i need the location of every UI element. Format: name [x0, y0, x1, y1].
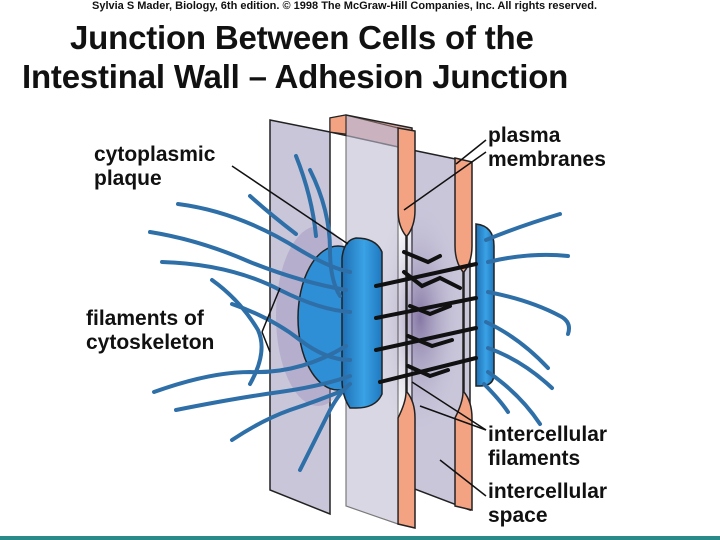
left-cytoplasmic-plaque	[297, 237, 383, 409]
cytoskeleton-filaments-left	[148, 154, 352, 472]
page-title: Junction Between Cells of the Intestinal…	[22, 18, 712, 96]
intercellular-filaments-label: intercellular filaments	[488, 423, 608, 470]
title-line-1: Junction Between Cells of the	[70, 19, 534, 56]
intercellular-filaments	[374, 250, 478, 384]
cytoplasmic-plaque-label: cytoplasmic plaque	[94, 143, 216, 190]
copyright-credit: Sylvia S Mader, Biology, 6th edition. © …	[92, 0, 598, 12]
intercellular-space-label: intercellular space	[488, 480, 608, 527]
filaments-of-cytoskeleton-label: filaments of cytoskeleton	[86, 307, 215, 354]
leader-lines	[231, 139, 487, 497]
title-line-2: Intestinal Wall – Adhesion Junction	[22, 58, 569, 95]
bottom-rule	[0, 536, 720, 540]
plasma-membranes-label: plasma membranes	[488, 124, 606, 171]
cytoskeleton-filaments-right	[482, 212, 571, 426]
